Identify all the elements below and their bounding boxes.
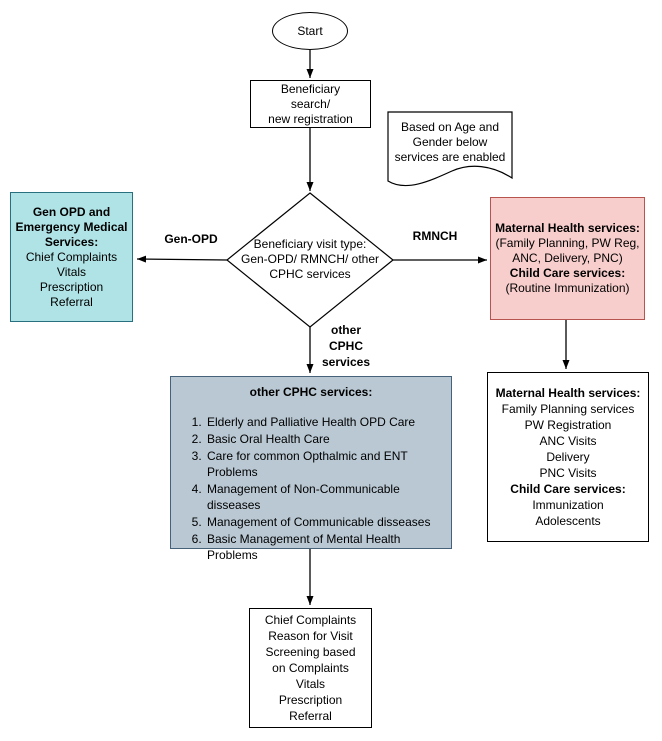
decision-diamond-shape: [226, 192, 394, 328]
age-gender-note-label: Based on Age and Gender below services a…: [394, 119, 506, 164]
edge-label-rmnch: RMNCH: [412, 228, 458, 243]
mch-detail-box: Maternal Health services: Family Plannin…: [487, 372, 649, 542]
other-cphc-services-box: other CPHC services: Elderly and Palliat…: [170, 376, 452, 562]
arrow-decision-to-genopd: [136, 255, 228, 263]
mch-maternal-title: Maternal Health services:: [495, 386, 641, 400]
cphc-service-list: Elderly and Palliative Health OPD Care B…: [171, 414, 445, 563]
registration-node: Beneficiary search/ new registration: [250, 80, 371, 128]
list-item: Basic Oral Health Care: [205, 431, 445, 447]
edge-label-gen-opd: Gen-OPD: [164, 231, 218, 246]
start-label: Start: [297, 23, 323, 38]
visit-type-decision: Beneficiary visit type: Gen-OPD/ RMNCH/ …: [233, 235, 387, 283]
rmnch-maternal-sub: (Family Planning, PW Reg, ANC, Delivery,…: [495, 236, 640, 265]
gen-opd-box-title: Gen OPD and Emergency Medical Services:: [15, 204, 128, 249]
visit-type-decision-label: Beneficiary visit type: Gen-OPD/ RMNCH/ …: [240, 236, 380, 281]
list-item: Care for common Opthalmic and ENT Proble…: [205, 448, 445, 480]
age-gender-note: Based on Age and Gender below services a…: [390, 116, 510, 168]
list-item: Basic Management of Mental Health Proble…: [205, 531, 445, 563]
visit-steps-box: Chief Complaints Reason for Visit Screen…: [249, 608, 372, 728]
note-document-shape: [387, 111, 513, 187]
rmnch-maternal-title: Maternal Health services:: [495, 221, 640, 235]
mch-child-items: Immunization Adolescents: [532, 498, 604, 528]
mch-child-title: Child Care services:: [510, 482, 626, 496]
gen-opd-box-items: Chief Complaints Vitals Prescription Ref…: [25, 249, 118, 309]
visit-steps-label: Chief Complaints Reason for Visit Screen…: [264, 613, 357, 723]
rmnch-child-title: Child Care services:: [509, 266, 626, 280]
start-node: Start: [272, 12, 348, 50]
list-item: Management of Non-Communicable disseases: [205, 481, 445, 513]
registration-label: Beneficiary search/ new registration: [268, 81, 353, 126]
edge-label-other-cphc: other CPHC services: [321, 323, 371, 369]
gen-opd-services-box: Gen OPD and Emergency Medical Services: …: [10, 192, 133, 322]
mch-maternal-items: Family Planning services PW Registration…: [501, 402, 635, 480]
rmnch-child-sub: (Routine Immunization): [505, 281, 630, 295]
list-item: Management of Communicable disseases: [205, 514, 445, 530]
list-item: Elderly and Palliative Health OPD Care: [205, 414, 445, 430]
cphc-box-title: other CPHC services:: [249, 385, 373, 399]
rmnch-services-box: Maternal Health services: (Family Planni…: [490, 197, 645, 320]
